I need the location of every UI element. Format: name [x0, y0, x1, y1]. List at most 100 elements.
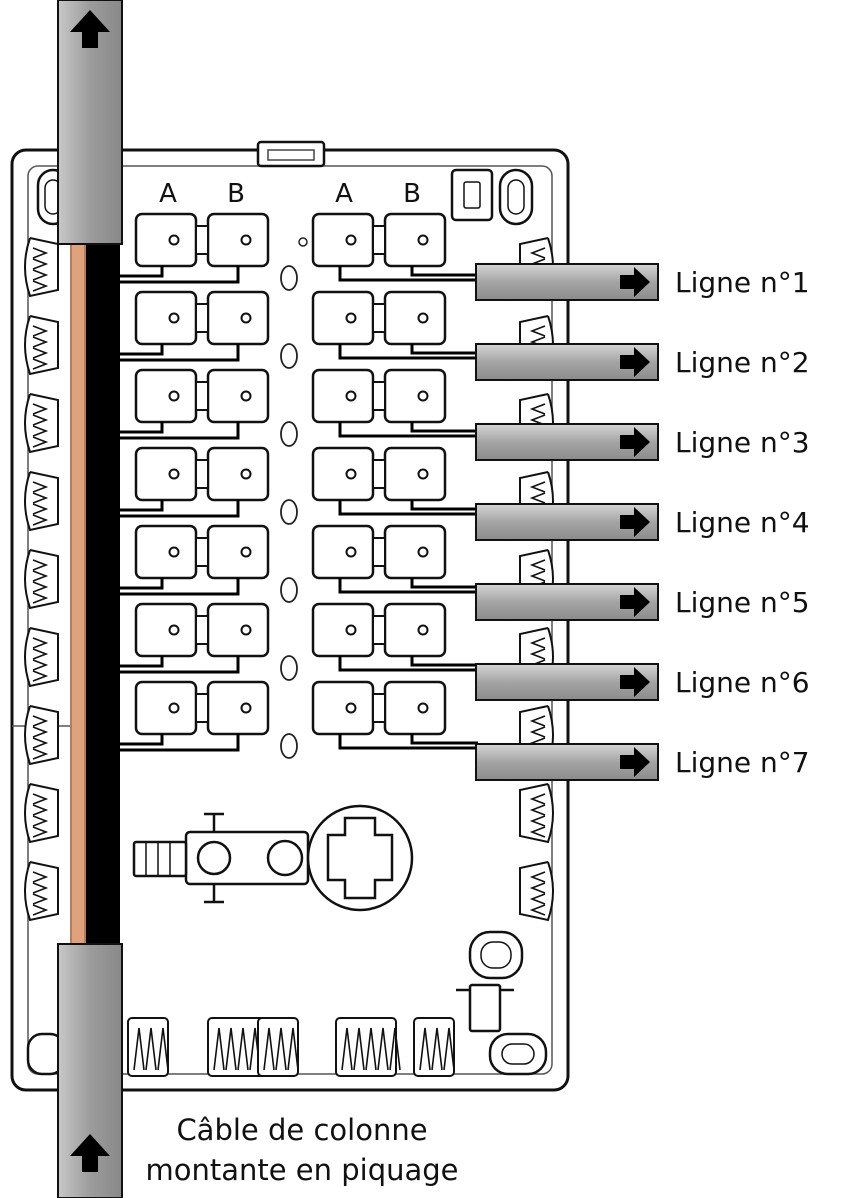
terminal: [383, 446, 447, 502]
center-oval: [280, 577, 298, 603]
terminal: [206, 290, 270, 346]
up-arrow-icon: [70, 10, 110, 48]
right-arrow-icon: [620, 587, 650, 617]
line-label: Ligne n°4: [675, 506, 810, 539]
terminal: [206, 212, 270, 268]
side-grip-left: [24, 861, 59, 922]
terminal: [311, 290, 375, 346]
terminal-blocks: [134, 212, 447, 736]
terminal-bridge: [195, 537, 209, 567]
terminal-bridge: [195, 459, 209, 489]
side-grip-left: [24, 315, 59, 376]
bottom-grip: [257, 1017, 299, 1077]
caption-line-1: Câble de colonne: [176, 1113, 427, 1147]
terminal: [383, 602, 447, 658]
bottom-grip: [335, 1017, 401, 1077]
terminal: [383, 524, 447, 580]
center-oval: [280, 733, 298, 759]
terminal-bridge: [372, 225, 386, 255]
column-header-right-a: A: [335, 179, 353, 209]
terminal: [134, 602, 198, 658]
terminal: [134, 368, 198, 424]
terminal: [311, 212, 375, 268]
line-cable: [475, 503, 659, 541]
line-cable: [475, 423, 659, 461]
right-arrow-icon: [620, 667, 650, 697]
top-clip: [256, 140, 326, 168]
right-arrow-icon: [620, 747, 650, 777]
caption: Câble de colonne montante en piquage: [145, 1113, 458, 1187]
terminal: [134, 524, 198, 580]
line-cable: [475, 583, 659, 621]
column-header-left-a: A: [159, 179, 177, 209]
terminal: [311, 602, 375, 658]
center-oval: [280, 265, 298, 291]
fixing-hardware: [132, 804, 414, 912]
line-cable: [475, 263, 659, 301]
right-arrow-icon: [620, 267, 650, 297]
terminal-bridge: [195, 381, 209, 411]
right-arrow-icon: [620, 347, 650, 377]
terminal: [134, 680, 198, 736]
line-cable: [475, 743, 659, 781]
terminal-bridge: [195, 693, 209, 723]
terminal: [383, 680, 447, 736]
terminal-bridge: [195, 615, 209, 645]
column-header-left-b: B: [227, 179, 245, 209]
terminal-bridge: [372, 615, 386, 645]
bottom-grip: [207, 1017, 273, 1077]
side-grip-left: [24, 237, 59, 298]
line-cables: [475, 263, 659, 781]
terminal: [206, 524, 270, 580]
terminal: [134, 212, 198, 268]
terminal-bridge: [372, 459, 386, 489]
center-oval: [298, 237, 308, 247]
terminal-bridge: [372, 537, 386, 567]
bottom-grip: [413, 1017, 455, 1077]
center-ovals: [280, 237, 308, 759]
caption-line-2: montante en piquage: [145, 1153, 458, 1187]
terminal: [206, 446, 270, 502]
terminal: [311, 524, 375, 580]
center-oval: [280, 499, 298, 525]
line-cable: [475, 663, 659, 701]
line-label: Ligne n°7: [675, 746, 810, 779]
side-grip-left: [24, 783, 59, 844]
line-cable: [475, 343, 659, 381]
terminal-bridge: [372, 381, 386, 411]
side-grip-left: [24, 393, 59, 454]
bottom-grip: [127, 1017, 169, 1077]
line-label: Ligne n°5: [675, 586, 810, 619]
side-grip-left: [24, 471, 59, 532]
riser-cable: [57, 0, 123, 1198]
side-grip-left: [24, 705, 59, 766]
column-header-right-b: B: [403, 179, 421, 209]
terminal: [383, 368, 447, 424]
terminal: [134, 446, 198, 502]
terminal: [206, 602, 270, 658]
terminal: [383, 212, 447, 268]
side-grip-left: [24, 549, 59, 610]
terminal: [206, 680, 270, 736]
right-arrow-icon: [620, 507, 650, 537]
terminal: [311, 446, 375, 502]
terminal: [206, 368, 270, 424]
side-grip-right: [519, 861, 554, 922]
terminal: [383, 290, 447, 346]
terminal-bridge: [195, 225, 209, 255]
up-arrow-icon: [70, 1134, 110, 1172]
line-label: Ligne n°1: [675, 266, 810, 299]
bottom-cable-grips: [127, 1017, 455, 1077]
column-headers: A B A B: [159, 179, 421, 209]
side-grip-right: [519, 783, 554, 844]
terminal: [134, 290, 198, 346]
center-oval: [280, 421, 298, 447]
center-oval: [280, 655, 298, 681]
terminal: [311, 368, 375, 424]
line-label: Ligne n°6: [675, 666, 810, 699]
line-label: Ligne n°3: [675, 426, 810, 459]
terminal-bridge: [372, 693, 386, 723]
right-arrow-icon: [620, 427, 650, 457]
